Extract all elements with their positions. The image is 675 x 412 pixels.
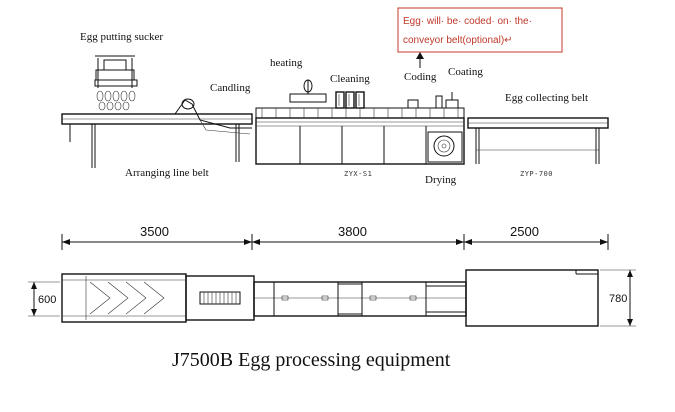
label-candling: Candling bbox=[210, 82, 251, 94]
dimension-600: 600 bbox=[38, 294, 56, 306]
label-egg-putting-sucker: Egg putting sucker bbox=[80, 31, 163, 43]
length-dimension-line bbox=[61, 234, 609, 250]
model-zyx: ZYX-S1 bbox=[344, 170, 372, 178]
dimension-2500: 2500 bbox=[510, 224, 539, 239]
label-egg-collecting-belt: Egg collecting belt bbox=[505, 92, 588, 104]
egg-putting-sucker-drawing bbox=[94, 55, 138, 111]
model-zyp: ZYP-700 bbox=[520, 170, 553, 178]
label-arranging-line-belt: Arranging line belt bbox=[125, 167, 209, 179]
coding-note-line1: Egg· will· be· coded· on· the· bbox=[403, 16, 532, 27]
label-coating: Coating bbox=[448, 66, 483, 78]
top-view-drawing bbox=[61, 269, 599, 327]
width-dimension-right bbox=[600, 269, 636, 327]
label-cleaning: Cleaning bbox=[330, 73, 370, 85]
label-drying: Drying bbox=[425, 174, 457, 186]
dimension-3500: 3500 bbox=[140, 224, 169, 239]
processing-frame-drawing bbox=[255, 79, 465, 165]
arranging-line-belt-drawing bbox=[61, 98, 253, 168]
dimension-780: 780 bbox=[609, 293, 627, 305]
diagram-title: J7500B Egg processing equipment bbox=[172, 349, 451, 371]
coding-note-line2: conveyor belt(optional)↵ bbox=[403, 35, 513, 46]
label-heating: heating bbox=[270, 57, 303, 69]
egg-collecting-belt-drawing bbox=[467, 117, 609, 164]
width-dimension-left bbox=[28, 281, 60, 317]
coding-note: Egg· will· be· coded· on· the· conveyor … bbox=[397, 7, 563, 68]
dimension-3800: 3800 bbox=[338, 224, 367, 239]
label-coding: Coding bbox=[404, 71, 437, 83]
